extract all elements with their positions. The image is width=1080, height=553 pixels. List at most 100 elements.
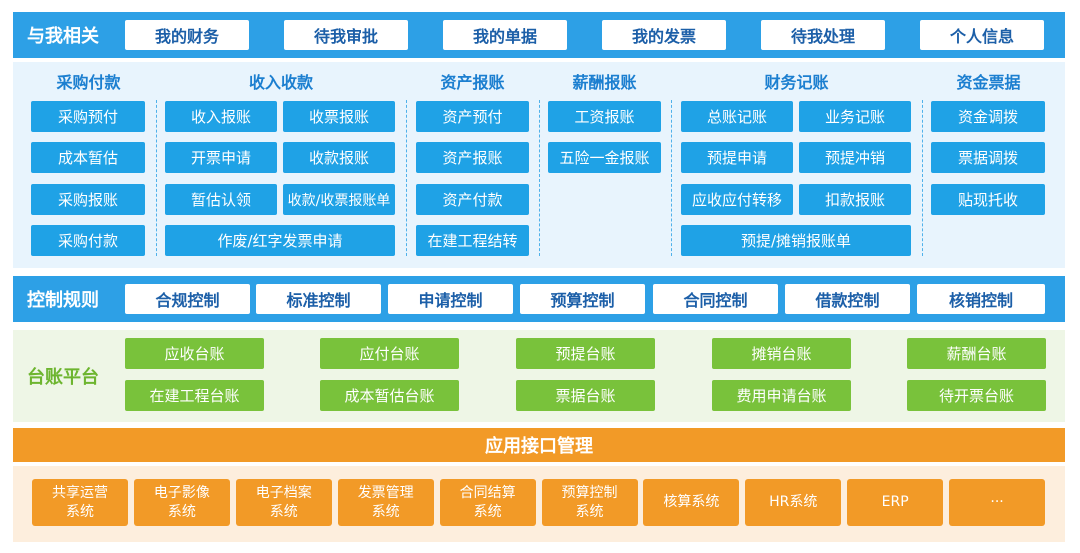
system-box[interactable]: 电子影像系统 [133,479,230,526]
item-accrual-amortization-form[interactable]: 预提/摊销报账单 [681,225,911,256]
system-box-label-line: 系统 [575,503,604,520]
item-purchase-prepay[interactable]: 采购预付 [31,101,145,132]
system-box-label-line: 合同结算 [459,484,516,501]
tab-my-invoices[interactable]: 我的发票 [602,20,726,50]
item-purchase-payment[interactable]: 采购付款 [31,225,145,256]
system-box-label: 核算系统 [663,493,719,512]
item-estimate-claim[interactable]: 暂估认领 [165,184,277,215]
column-divider [156,100,157,256]
item-purchase-reimburse[interactable]: 采购报账 [31,184,145,215]
control-application[interactable]: 申请控制 [388,284,513,314]
ledger-expense-request[interactable]: 费用申请台账 [712,380,851,411]
system-box-label-line: 电子档案 [255,484,312,501]
item-accrual-request[interactable]: 预提申请 [681,142,793,173]
item-bill-transfer[interactable]: 票据调拨 [931,142,1045,173]
system-box-label: HR系统 [769,493,817,512]
system-box[interactable]: HR系统 [745,479,842,526]
api-management-bar: 应用接口管理 [13,428,1065,462]
ledger-title: 台账平台 [27,367,99,388]
item-deduction-reimburse[interactable]: 扣款报账 [799,184,911,215]
column-header-payroll: 薪酬报账 [572,73,637,92]
item-ar-ap-transfer[interactable]: 应收应付转移 [681,184,793,215]
system-box-label-line: 预算控制 [561,484,618,501]
item-invoice-receipt-reimburse[interactable]: 收票报账 [283,101,395,132]
item-void-red-invoice[interactable]: 作废/红字发票申请 [165,225,395,256]
tab-my-finance[interactable]: 我的财务 [125,20,249,50]
item-social-insurance-reimburse[interactable]: 五险一金报账 [548,142,661,173]
system-box-label-line: 系统 [371,503,400,520]
system-box[interactable]: 预算控制系统 [541,479,638,526]
ledger-cost-estimate[interactable]: 成本暂估台账 [320,380,459,411]
system-box-label-line: 系统 [473,503,502,520]
system-box-label-line: 电子影像 [153,484,210,501]
tab-pending-approval[interactable]: 待我审批 [284,20,408,50]
column-divider [922,100,923,256]
control-loan[interactable]: 借款控制 [785,284,910,314]
item-business-entry[interactable]: 业务记账 [799,101,911,132]
control-budget[interactable]: 预算控制 [520,284,645,314]
system-box-label-line: ERP [881,494,909,510]
column-header-funds: 资金票据 [956,73,1021,92]
control-contract[interactable]: 合同控制 [653,284,778,314]
system-box-label: ··· [990,493,1003,512]
system-box[interactable]: 发票管理系统 [337,479,434,526]
system-box-label-line: HR系统 [769,494,818,510]
column-divider [671,100,672,256]
system-box-label-line: 系统 [66,503,94,520]
item-revenue-reimburse[interactable]: 收入报账 [165,101,277,132]
system-box-label-line: 核算系统 [663,494,720,510]
item-collection-receipt-form[interactable]: 收款/收票报账单 [283,184,395,215]
ledger-bills[interactable]: 票据台账 [516,380,655,411]
item-asset-reimburse[interactable]: 资产报账 [416,142,529,173]
system-box-label: 预算控制系统 [562,484,618,522]
ledger-payable[interactable]: 应付台账 [320,338,459,369]
system-box-label: ERP [882,493,909,512]
tab-pending-tasks[interactable]: 待我处理 [761,20,885,50]
system-box[interactable]: 共享运营系统 [32,479,128,526]
system-box-label-line: 系统 [269,503,298,520]
item-cost-estimate[interactable]: 成本暂估 [31,142,145,173]
system-box[interactable]: 电子档案系统 [235,479,332,526]
control-compliance[interactable]: 合规控制 [125,284,250,314]
item-gl-entry[interactable]: 总账记账 [681,101,793,132]
tab-personal-info[interactable]: 个人信息 [920,20,1044,50]
system-box[interactable]: 核算系统 [643,479,740,526]
item-collection-reimburse[interactable]: 收款报账 [283,142,395,173]
ledger-amortization[interactable]: 摊销台账 [712,338,851,369]
system-box[interactable]: ··· [949,479,1046,526]
item-asset-prepay[interactable]: 资产预付 [416,101,529,132]
ledger-receivable[interactable]: 应收台账 [125,338,264,369]
system-box-label: 发票管理系统 [358,484,414,522]
column-divider [539,100,540,256]
column-header-revenue: 收入收款 [248,73,313,92]
system-box-label-line: ··· [990,494,1004,510]
ledger-accrual[interactable]: 预提台账 [516,338,655,369]
item-fund-transfer[interactable]: 资金调拨 [931,101,1045,132]
control-standard[interactable]: 标准控制 [256,284,381,314]
item-invoice-request[interactable]: 开票申请 [165,142,277,173]
system-box-label: 电子档案系统 [256,484,312,522]
item-accrual-reversal[interactable]: 预提冲销 [799,142,911,173]
control-rules-title: 控制规则 [27,290,99,311]
item-construction-transfer[interactable]: 在建工程结转 [416,225,529,256]
ledger-construction[interactable]: 在建工程台账 [125,380,264,411]
ledger-pending-invoice[interactable]: 待开票台账 [907,380,1046,411]
column-divider [406,100,407,256]
tab-my-documents[interactable]: 我的单据 [443,20,567,50]
column-header-procurement: 采购付款 [56,73,121,92]
top-bar-title: 与我相关 [27,26,99,47]
item-discount-collection[interactable]: 贴现托收 [931,184,1045,215]
system-box[interactable]: ERP [847,479,944,526]
system-box-label-line: 系统 [167,503,196,520]
ledger-payroll[interactable]: 薪酬台账 [907,338,1046,369]
item-salary-reimburse[interactable]: 工资报账 [548,101,661,132]
system-box-label-line: 发票管理 [357,484,414,501]
column-header-assets: 资产报账 [440,73,505,92]
system-box-label: 电子影像系统 [154,484,210,522]
system-box-label: 共享运营系统 [52,484,108,522]
item-asset-payment[interactable]: 资产付款 [416,184,529,215]
control-writeoff[interactable]: 核销控制 [917,284,1045,314]
system-box[interactable]: 合同结算系统 [439,479,536,526]
system-box-label-line: 共享运营 [52,484,108,501]
system-box-label: 合同结算系统 [460,484,516,522]
